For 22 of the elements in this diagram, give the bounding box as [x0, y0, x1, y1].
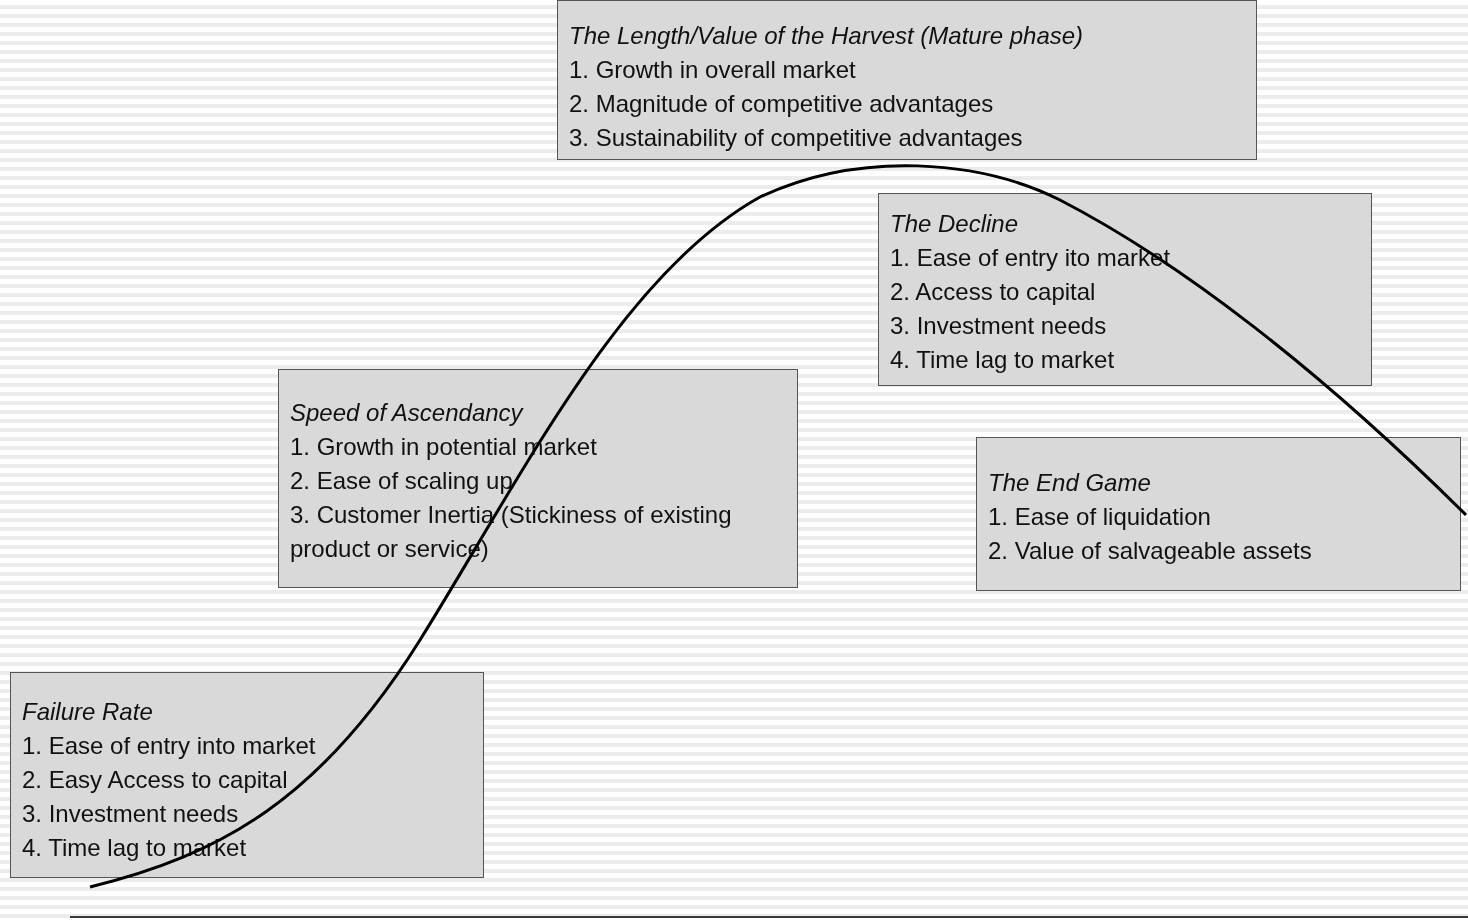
list-item: 1. Ease of entry into market	[22, 731, 317, 761]
list-item: 1. Ease of liquidation	[988, 502, 1212, 532]
list-item: 4. Time lag to market	[890, 345, 1116, 375]
box-heading: The Decline	[890, 209, 1020, 239]
list-item: 2. Easy Access to capital	[22, 765, 289, 795]
factor-box	[278, 369, 798, 588]
box-heading: The Length/Value of the Harvest (Mature phase)	[569, 21, 1085, 51]
box-heading: The End Game	[988, 468, 1152, 498]
list-item: 3. Sustainability of competitive advantages	[569, 123, 1024, 153]
list-item: 2. Value of salvageable assets	[988, 536, 1313, 566]
factor-box	[878, 193, 1372, 386]
list-item: 1. Growth in overall market	[569, 55, 857, 85]
list-item: 2. Access to capital	[890, 277, 1097, 307]
factor-box	[976, 437, 1461, 591]
factor-box	[10, 672, 484, 878]
box-heading: Failure Rate	[22, 697, 154, 727]
list-item: 2. Ease of scaling up	[290, 466, 514, 496]
list-item: 3. Investment needs	[890, 311, 1108, 341]
list-item: 2. Magnitude of competitive advantages	[569, 89, 995, 119]
list-item: 3. Investment needs	[22, 799, 240, 829]
box-heading: Speed of Ascendancy	[290, 398, 525, 428]
factor-box	[557, 0, 1257, 160]
